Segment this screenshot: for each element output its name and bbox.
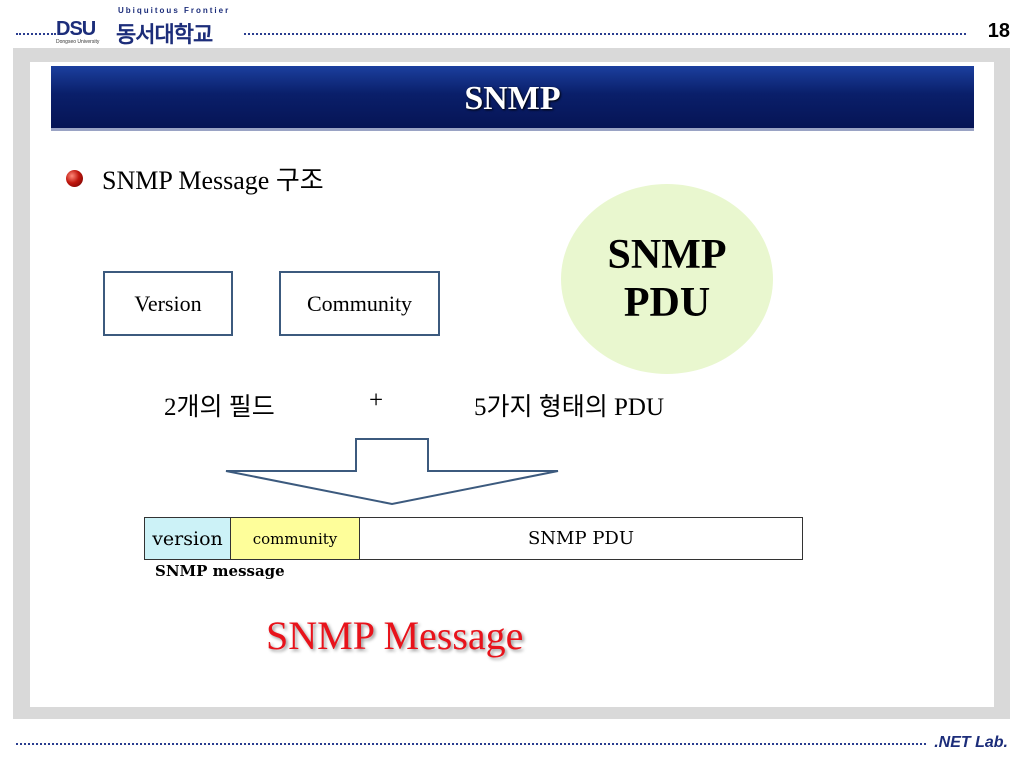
- logo-mark: DSU: [56, 18, 96, 40]
- slide-content-area: [30, 62, 994, 707]
- snmp-message-heading: SNMP Message: [266, 613, 524, 658]
- segment-snmp-pdu: SNMP PDU: [360, 518, 802, 559]
- version-field-box: Version: [103, 271, 233, 336]
- down-arrow-icon: [225, 438, 559, 506]
- logo-tagline: Ubiquitous Frontier: [118, 6, 231, 15]
- pdu-circle-line-1: SNMP: [607, 232, 727, 278]
- footer-dots: [16, 743, 926, 745]
- snmp-message-bar: version community SNMP PDU: [144, 517, 803, 560]
- header-dots-left: [16, 33, 56, 35]
- logo-subtitle: Dongseo University: [56, 39, 100, 45]
- logo-korean-name: 동서대학교: [116, 23, 213, 48]
- footer-lab-name: .NET Lab.: [934, 734, 1008, 751]
- message-bar-label: SNMP message: [155, 562, 285, 580]
- segment-version: version: [145, 518, 231, 559]
- caption-pdu-types: 5가지 형태의 PDU: [474, 394, 665, 421]
- caption-plus: +: [369, 387, 384, 414]
- slide-title: SNMP: [464, 80, 561, 117]
- caption-fields: 2개의 필드: [164, 394, 275, 421]
- segment-community: community: [231, 518, 360, 559]
- title-bar: SNMP: [51, 66, 974, 131]
- bullet-text: SNMP Message 구조: [102, 166, 324, 195]
- pdu-circle-line-2: PDU: [623, 280, 711, 326]
- bullet-icon: [66, 170, 83, 187]
- community-field-box: Community: [279, 271, 440, 336]
- university-logo: Ubiquitous Frontier DSU 동서대학교 Dongseo Un…: [56, 6, 242, 48]
- snmp-pdu-circle: SNMP PDU: [561, 184, 773, 374]
- page-number: 18: [987, 20, 1010, 42]
- header-dots-right: [244, 33, 966, 35]
